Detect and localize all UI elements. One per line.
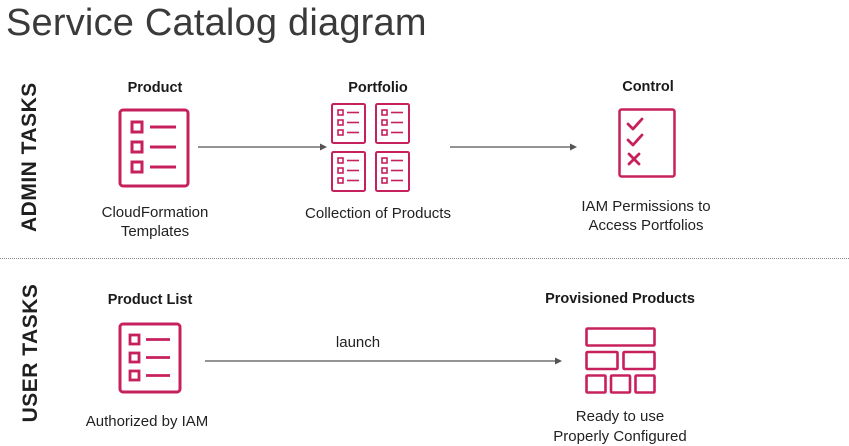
control-label: Control: [622, 79, 674, 95]
provisioned-caption: Ready to use Properly Configured: [530, 407, 710, 446]
product-caption-line1: CloudFormation: [101, 204, 209, 221]
product-label: Product: [127, 80, 183, 96]
portfolio-caption: Collection of Products: [305, 205, 451, 222]
launch-arrow: [205, 357, 562, 365]
product-caption-line2: Templates: [120, 223, 190, 240]
control-caption-line2: Access Portfolios: [588, 217, 704, 234]
admin-tasks-label: ADMIN TASKS: [18, 82, 41, 232]
page-title: Service Catalog diagram: [6, 2, 427, 44]
control-caption: IAM Permissions to Access Portfolios: [556, 197, 736, 235]
launch-arrow-label: launch: [335, 334, 381, 351]
product-list-icon: [118, 322, 182, 394]
provisioned-products-label: Provisioned Products: [545, 291, 695, 307]
arrow-product-to-portfolio: [198, 143, 327, 151]
provisioned-caption-line1: Ready to use: [575, 408, 665, 425]
user-tasks-label: USER TASKS: [19, 283, 42, 423]
product-list-caption: Authorized by IAM: [85, 413, 209, 430]
checklist-control-icon: [618, 108, 676, 178]
provisioned-caption-line2: Properly Configured: [553, 428, 687, 445]
product-template-icon: [118, 108, 190, 188]
product-caption: CloudFormation Templates: [80, 203, 230, 241]
section-divider: [0, 258, 849, 259]
product-list-label: Product List: [107, 292, 193, 308]
control-caption-line1: IAM Permissions to: [581, 198, 711, 215]
portfolio-icon: [331, 103, 410, 192]
provisioned-products-icon: [585, 327, 656, 394]
portfolio-label: Portfolio: [348, 80, 408, 96]
arrow-portfolio-to-control: [450, 143, 577, 151]
